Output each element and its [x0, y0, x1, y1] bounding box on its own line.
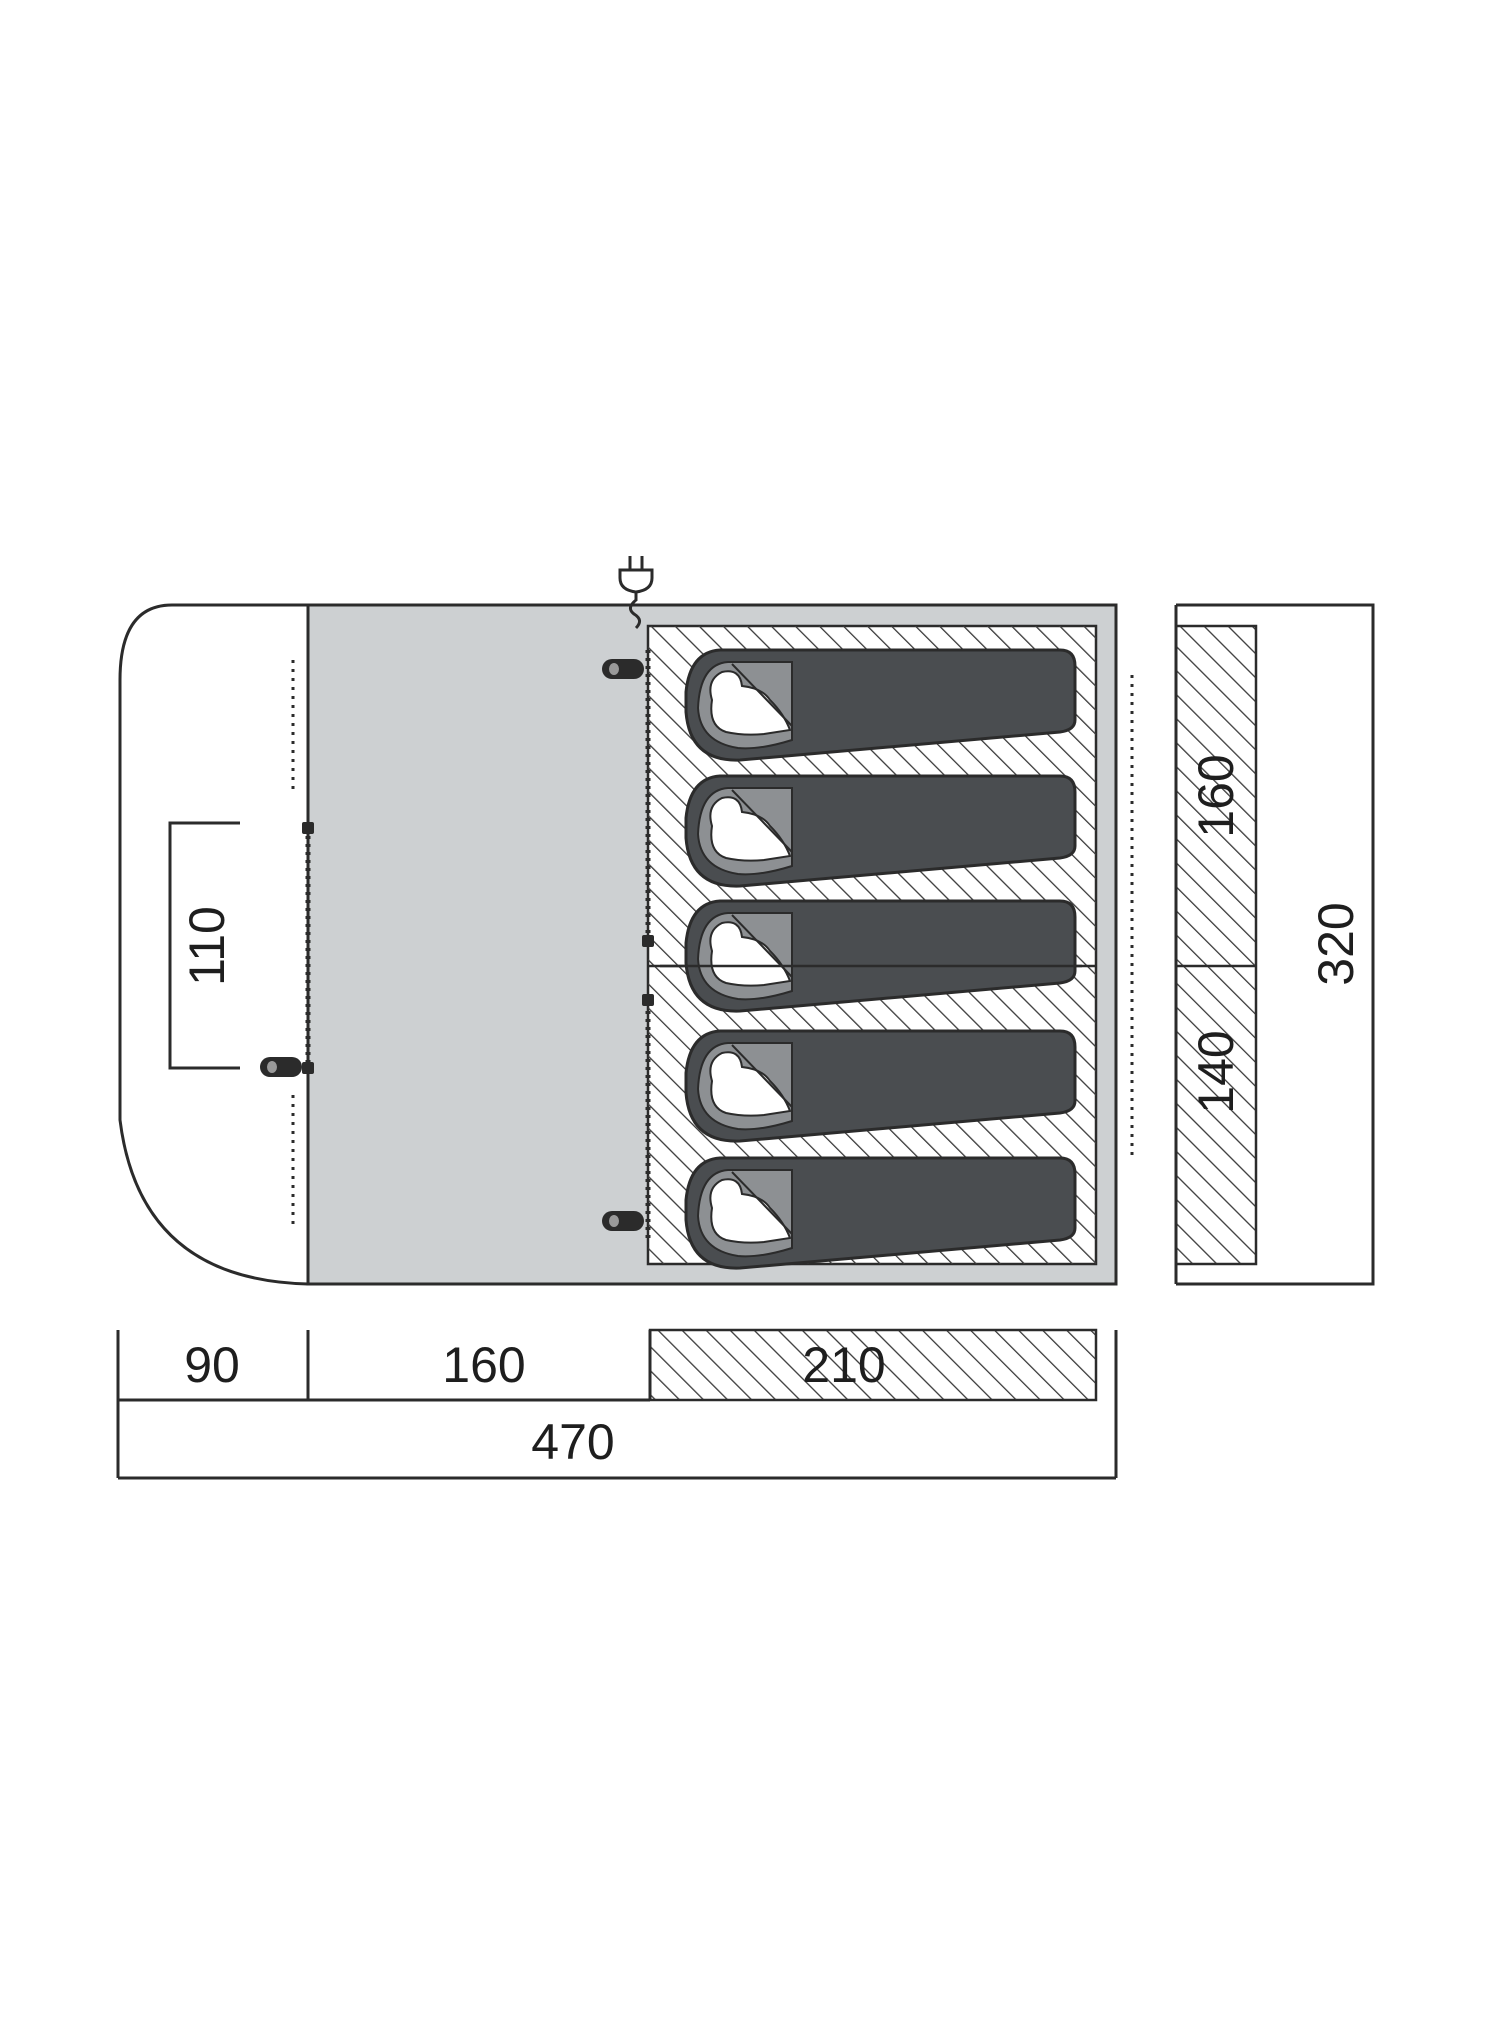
length-brackets — [116, 1330, 1118, 1480]
door-width-label: 110 — [179, 906, 235, 986]
sleeping-bag-icon — [684, 648, 1077, 762]
bedroom-length-label: 210 — [802, 1337, 885, 1393]
sleeping-bag-icon — [684, 899, 1077, 1013]
sleeping-bag-icon — [684, 1029, 1077, 1143]
lamp-icon — [602, 1211, 644, 1231]
sleeping-bag-icon — [684, 774, 1077, 888]
total-width-label: 320 — [1308, 902, 1364, 985]
sleeping-bag-icon — [684, 1156, 1077, 1270]
total-width-bracket — [1176, 603, 1375, 1286]
porch-area — [118, 603, 310, 1286]
bedroom-section-b-label: 140 — [1188, 1030, 1244, 1113]
lamp-icon — [260, 1057, 302, 1077]
total-length-label: 470 — [531, 1414, 614, 1470]
lamp-icon — [602, 659, 644, 679]
dotted-lines — [291, 650, 1134, 1240]
bedroom-section-a-label: 160 — [1188, 754, 1244, 837]
porch-width-label: 90 — [184, 1337, 240, 1393]
door-width-bracket — [168, 821, 240, 1070]
living-width-label: 160 — [442, 1337, 525, 1393]
bedroom-width-hatch — [1174, 624, 1258, 1266]
sleeping-bags — [684, 648, 1077, 1270]
electric-hookup-icon — [618, 556, 654, 630]
bedroom-length-hatch — [648, 1328, 1098, 1402]
